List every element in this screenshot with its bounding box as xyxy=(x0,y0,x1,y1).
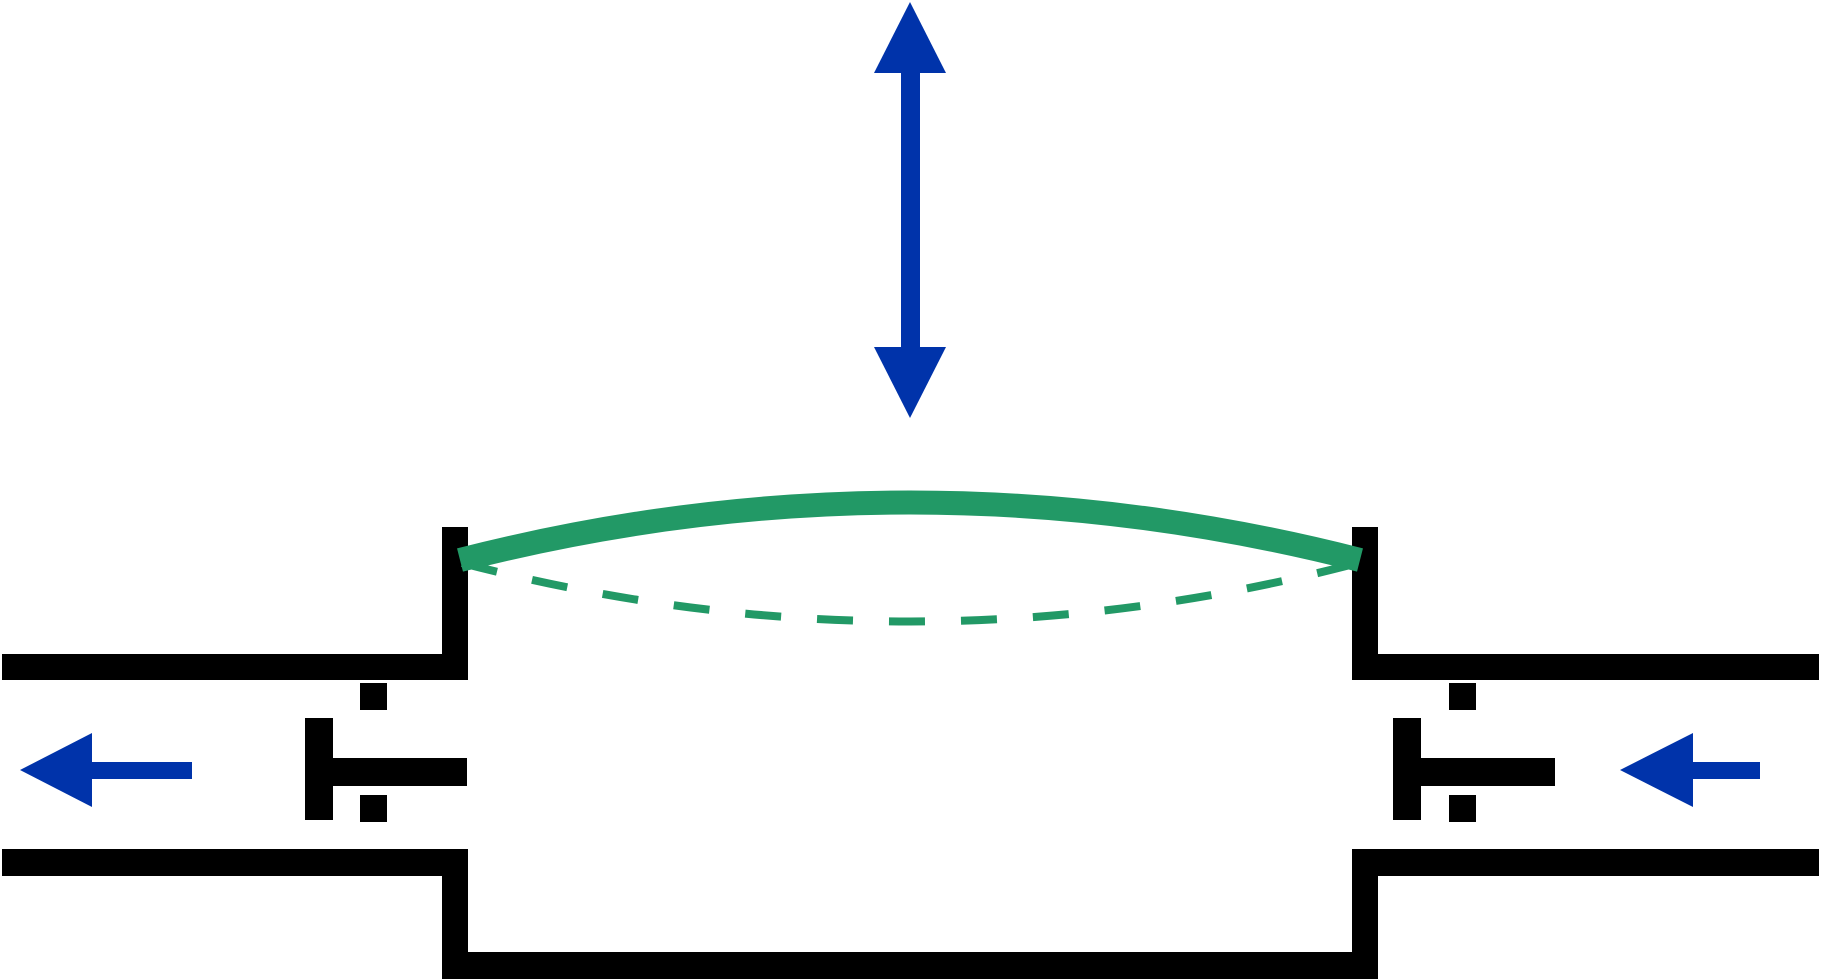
left-upper-pipe-wall xyxy=(2,654,468,680)
right-upper-pipe-wall xyxy=(1352,654,1819,680)
inlet-arrow-icon xyxy=(1620,733,1760,807)
chamber-bottom-wall xyxy=(442,952,1378,979)
right-chamber-lower-wall xyxy=(1352,849,1378,979)
inlet-valve-icon xyxy=(1393,683,1555,822)
right-lower-pipe-wall xyxy=(1352,849,1819,876)
outlet-valve-icon xyxy=(305,683,467,822)
pump-body xyxy=(2,527,1819,979)
vertical-double-arrow-icon xyxy=(874,2,946,418)
diaphragm-lower-position xyxy=(460,559,1360,626)
left-lower-pipe-wall xyxy=(2,849,468,876)
outlet-arrow-icon xyxy=(20,733,192,807)
diaphragm-upper-position xyxy=(457,490,1363,572)
